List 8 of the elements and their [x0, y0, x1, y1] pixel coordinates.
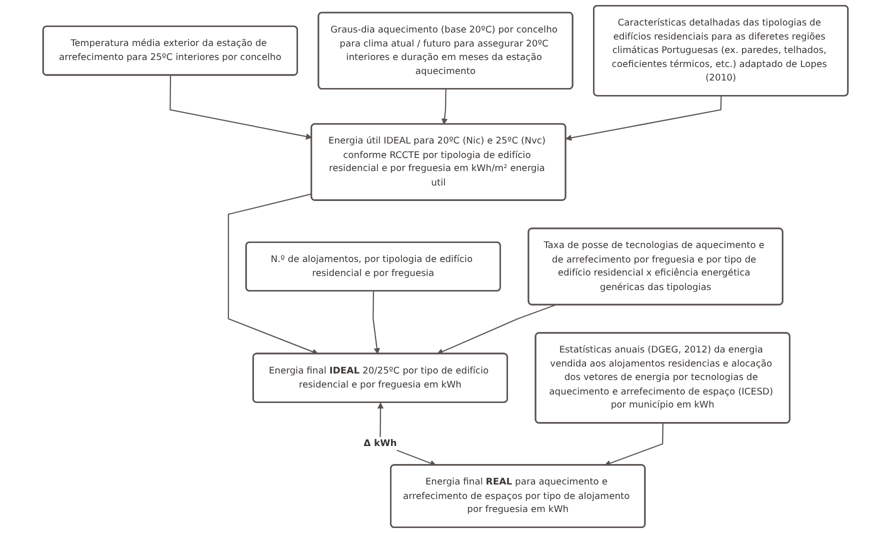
arrow — [170, 75, 312, 140]
arrow — [604, 423, 664, 466]
arrow — [228, 193, 318, 355]
arrow — [372, 291, 380, 354]
arrow — [441, 89, 448, 125]
arrow — [436, 304, 556, 354]
arrow — [566, 96, 722, 141]
edge-label: Δ kWh — [364, 438, 397, 449]
